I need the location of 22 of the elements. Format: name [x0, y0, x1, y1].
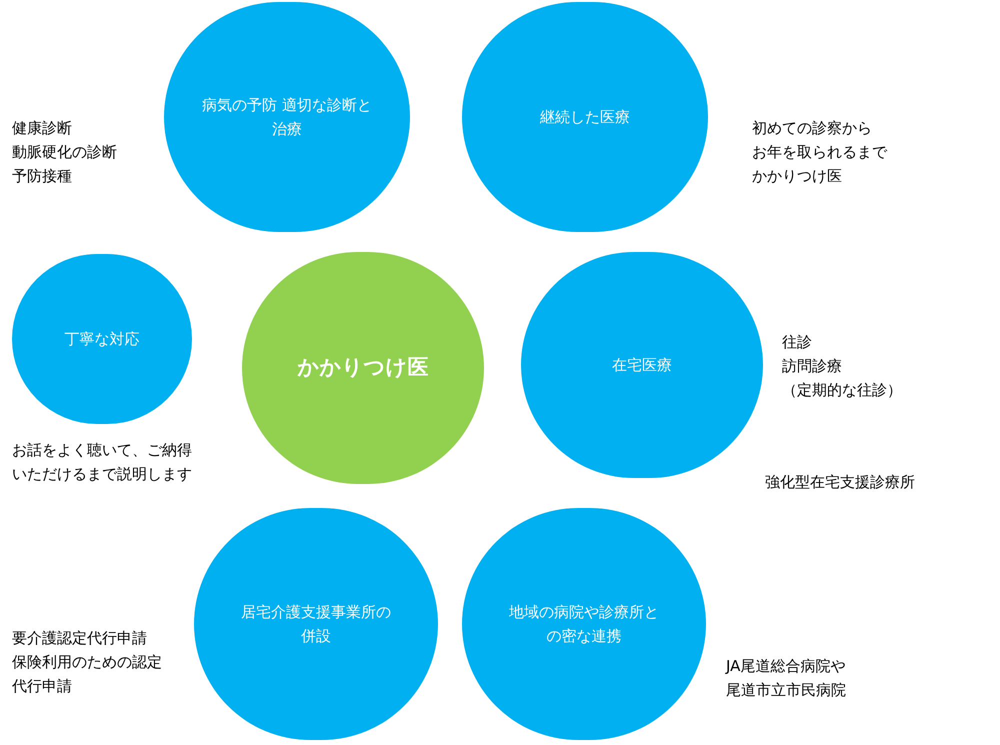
topic-label: 地域の病院や診療所との密な連携: [509, 602, 659, 647]
center-title: かかりつけ医: [298, 354, 428, 382]
topic-label: 継続した医療: [540, 107, 630, 128]
note-text: 訪問診療: [782, 356, 843, 377]
note-text: （定期的な往診）: [782, 380, 903, 401]
note-text: お年を取られるまで: [752, 142, 888, 163]
note-text: 要介護認定代行申請: [12, 628, 148, 649]
note-text: 予防接種: [12, 166, 73, 187]
note-text: 動脈硬化の診断: [12, 142, 118, 163]
note-text: 往診: [782, 332, 813, 353]
note-text: JA尾道総合病院や: [726, 656, 846, 677]
topic-label: 丁寧な対応: [64, 329, 140, 350]
topic-label: 在宅医療: [612, 355, 672, 376]
note-text: 尾道市立市民病院: [726, 680, 847, 701]
note-text: 保険利用のための認定代行申請: [12, 652, 163, 697]
note-text: 健康診断: [12, 118, 73, 139]
note-text: 強化型在宅支援診療所: [765, 472, 916, 493]
note-text: かかりつけ医: [752, 166, 843, 187]
note-text: お話をよく聴いて、ご納得いただけるまで説明します: [12, 440, 192, 485]
topic-label: 居宅介護支援事業所の併設: [241, 602, 391, 647]
note-text: 初めての診察から: [752, 118, 873, 139]
topic-label: 病気の予防 適切な診断と治療: [201, 95, 373, 140]
